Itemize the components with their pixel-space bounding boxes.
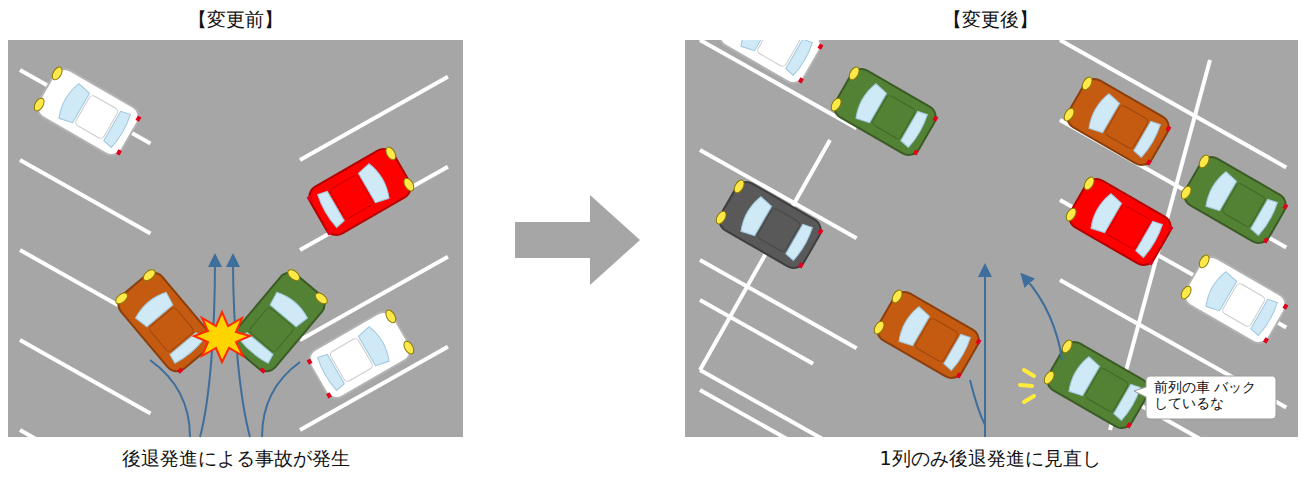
stall-line <box>300 77 448 160</box>
car <box>871 287 984 383</box>
car <box>713 40 826 88</box>
stall-line <box>20 430 151 437</box>
parking-lines <box>700 40 1298 437</box>
movement-arrows <box>970 270 1062 437</box>
stall-line <box>700 370 857 437</box>
parking-lot <box>8 40 463 437</box>
parking-lines <box>20 70 448 437</box>
car <box>713 177 826 273</box>
movement-arrows <box>150 260 300 437</box>
car <box>1178 252 1291 348</box>
car <box>1178 152 1291 248</box>
stall-line <box>700 390 813 437</box>
speech-text: 前列の車 バックしているな <box>1154 379 1266 411</box>
car <box>304 144 417 240</box>
car <box>828 64 941 160</box>
car <box>1063 174 1176 270</box>
car <box>304 307 417 403</box>
speech-bubble: 前列の車 バックしているな <box>1146 375 1277 418</box>
stall-line <box>700 140 830 370</box>
motion-marks <box>1020 370 1034 402</box>
cars <box>713 40 1291 433</box>
panel-caption: 後退発進による事故が発生 <box>122 447 350 470</box>
transition-arrow <box>515 195 640 285</box>
car <box>31 64 144 160</box>
panel-caption: 1列のみ後退発進に見直し <box>879 447 1100 470</box>
stall-line <box>20 160 151 234</box>
parking-lot <box>685 40 1298 437</box>
stall-line <box>700 300 813 364</box>
car <box>1041 337 1154 433</box>
crash-mark <box>194 312 250 362</box>
panel-title: 【変更後】 <box>943 8 1038 31</box>
cars <box>31 64 417 403</box>
car <box>1061 74 1174 170</box>
stall-line <box>700 260 857 348</box>
stall-line <box>20 340 151 414</box>
car <box>112 266 217 377</box>
panel-title: 【変更前】 <box>188 8 283 31</box>
